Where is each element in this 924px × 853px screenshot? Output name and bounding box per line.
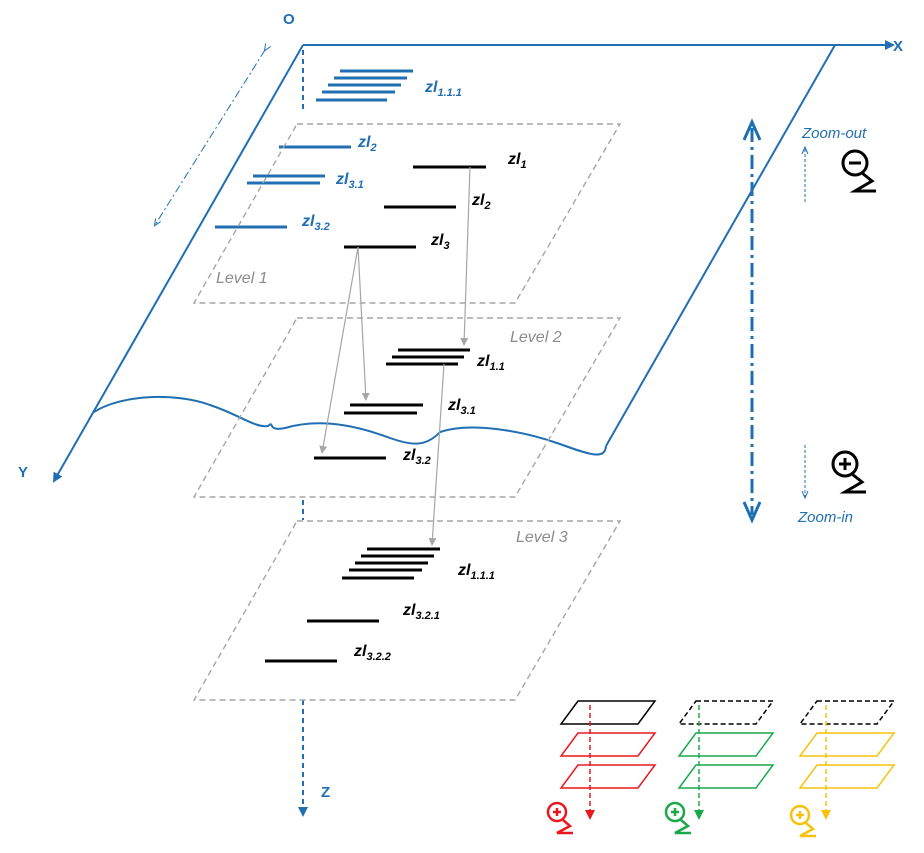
zoom-arrow-up-head	[742, 118, 762, 141]
level-3-label: Level 3	[516, 529, 568, 546]
top-level-lines	[215, 69, 413, 229]
zoom-in-red-icon	[546, 801, 573, 835]
legend-yellow-mid-plane	[798, 732, 896, 757]
y-axis	[53, 44, 304, 483]
level-1-plane	[192, 123, 622, 304]
level-1-label: Level 1	[216, 270, 268, 287]
level-3-plane	[192, 520, 622, 701]
y-extent-arrow	[155, 50, 265, 225]
legend-green	[664, 700, 775, 835]
legend-green-top-plane	[677, 700, 775, 725]
label-top-zl-1-1-1: zl1.1.1	[424, 79, 462, 99]
torn-edge	[93, 395, 607, 456]
zoom-out-icon	[841, 149, 876, 193]
zoom-connectors	[319, 166, 471, 546]
zoom-in-icon	[831, 450, 866, 494]
z-axis-label: Z	[321, 784, 330, 801]
legend-red-bottom-plane	[559, 764, 657, 789]
y-axis-label: Y	[18, 464, 28, 481]
label-level3-zl-1-1-1: zl1.1.1	[457, 562, 495, 582]
connector-zl1-to-zl11	[460, 166, 471, 346]
origin-label: O	[283, 11, 295, 28]
label-top-zl-3-2: zl3.2	[301, 213, 330, 233]
label-level2-zl-3-1: zl3.1	[447, 397, 476, 417]
zoom-arrow-down-head	[742, 501, 762, 524]
level-2-label: Level 2	[510, 329, 562, 346]
connector-zl11-to-zl111	[428, 363, 445, 546]
legend-yellow	[789, 700, 896, 838]
zoom-in-label: Zoom-in	[797, 509, 853, 526]
level-2-plane	[192, 317, 622, 498]
connector-zl3-to-zl32	[319, 246, 359, 454]
label-level2-zl-1-1: zl1.1	[476, 353, 505, 373]
label-level1-zl-2: zl2	[471, 192, 491, 212]
zoom-in-green-icon	[664, 801, 691, 835]
label-level3-zl-3-2-1: zl3.2.1	[402, 602, 440, 622]
label-level1-zl-3: zl3	[430, 232, 450, 252]
map-sheet	[53, 40, 895, 817]
zoom-out-label: Zoom-out	[801, 125, 867, 142]
label-level1-zl-1: zl1	[507, 151, 527, 171]
legend-yellow-top-plane	[798, 700, 896, 725]
label-top-zl-3-1: zl3.1	[335, 171, 364, 191]
legend-red-top-plane	[559, 700, 657, 725]
legend-red-mid-plane	[559, 732, 657, 757]
x-axis-label: X	[893, 38, 903, 55]
zoom-in-yellow-icon	[789, 804, 816, 838]
label-top-zl-2: zl2	[357, 134, 377, 154]
label-level2-zl-3-2: zl3.2	[402, 447, 431, 467]
legend-green-mid-plane	[677, 732, 775, 757]
legend-green-bottom-plane	[677, 764, 775, 789]
connector-zl3-to-zl31	[357, 246, 370, 401]
legend-yellow-bottom-plane	[798, 764, 896, 789]
label-level3-zl-3-2-2: zl3.2.2	[353, 643, 391, 663]
sheet-right-edge	[605, 44, 836, 447]
legend-red	[546, 700, 657, 835]
